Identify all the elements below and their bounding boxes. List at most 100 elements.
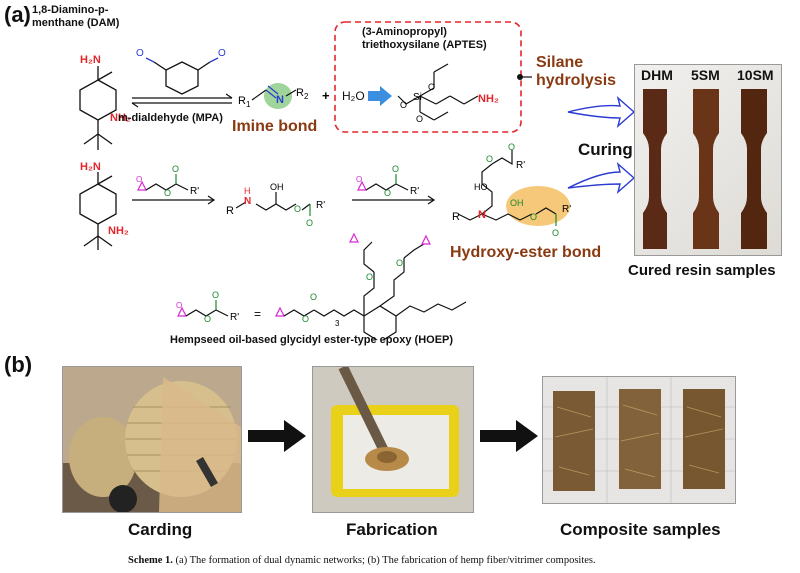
svg-text:O: O bbox=[400, 100, 407, 110]
carding-illustration bbox=[63, 367, 241, 512]
svg-text:R: R bbox=[452, 211, 460, 223]
aptes-structure bbox=[397, 63, 479, 121]
svg-text:O: O bbox=[294, 204, 301, 214]
svg-text:R: R bbox=[296, 87, 304, 99]
mpa-structure bbox=[153, 61, 211, 95]
fabrication-photo bbox=[312, 366, 474, 513]
svg-text:O: O bbox=[356, 175, 362, 184]
svg-text:O: O bbox=[508, 142, 515, 152]
curing-arrow-2 bbox=[567, 162, 636, 194]
svg-text:O: O bbox=[136, 48, 144, 59]
svg-text:R: R bbox=[226, 205, 234, 217]
water-label: H₂O bbox=[342, 89, 365, 103]
imine-bond-label: Imine bond bbox=[232, 118, 318, 135]
silane-hydrolysis-label: Silane hydrolysis bbox=[536, 54, 617, 89]
svg-text:O: O bbox=[172, 164, 179, 174]
composite-sample-3 bbox=[683, 389, 725, 489]
figure-caption: Scheme 1. (a) The formation of dual dyna… bbox=[128, 555, 596, 566]
hydrolysis-arrow bbox=[368, 86, 392, 106]
svg-text:R: R bbox=[238, 95, 246, 107]
composite-sample-2 bbox=[619, 389, 661, 489]
process-arrow-1 bbox=[248, 420, 306, 452]
svg-text:O: O bbox=[384, 188, 391, 198]
svg-text:O: O bbox=[428, 82, 435, 92]
dam-name: 1,8-Diamino-p-menthane (DAM) bbox=[32, 4, 120, 29]
svg-text:O: O bbox=[486, 154, 493, 164]
step-composite-samples: Composite samples bbox=[560, 520, 721, 539]
svg-text:3: 3 bbox=[335, 319, 340, 328]
svg-text:OH: OH bbox=[510, 198, 524, 208]
hydroxy-ester-label: Hydroxy-ester bond bbox=[450, 244, 602, 261]
composite-samples-photo bbox=[542, 376, 736, 504]
svg-text:R': R' bbox=[410, 186, 419, 197]
svg-text:N: N bbox=[478, 209, 486, 221]
carding-photo bbox=[62, 366, 242, 513]
svg-text:O: O bbox=[392, 164, 399, 174]
svg-text:O: O bbox=[204, 314, 211, 324]
svg-text:O: O bbox=[396, 258, 403, 268]
glycidyl-ester-reagent-1: O O O R' bbox=[136, 164, 199, 198]
cured-resin-photo: DHM 5SM 10SM bbox=[634, 64, 782, 256]
sample-label-5sm: 5SM bbox=[691, 67, 720, 83]
aptes-name: (3-Aminopropyl) triethoxysilane (APTES) bbox=[362, 26, 487, 51]
svg-text:O: O bbox=[306, 218, 313, 228]
hoep-abbrev: O O O R' bbox=[176, 290, 239, 324]
svg-text:=: = bbox=[254, 307, 261, 321]
svg-text:O: O bbox=[164, 188, 171, 198]
svg-text:O: O bbox=[530, 212, 537, 222]
svg-text:1: 1 bbox=[246, 100, 251, 109]
sample-label-dhm: DHM bbox=[641, 67, 673, 83]
fabrication-illustration bbox=[313, 367, 473, 512]
svg-text:O: O bbox=[416, 114, 423, 124]
hoep-name: Hempseed oil-based glycidyl ester-type e… bbox=[170, 334, 454, 346]
composite-sample-1 bbox=[553, 391, 595, 491]
hydroxy-ester-highlight bbox=[506, 186, 570, 226]
composite-illustration bbox=[543, 377, 735, 503]
dogbone-dhm bbox=[643, 89, 667, 249]
glycidyl-ester-reagent-2: O O O R' bbox=[356, 164, 419, 198]
svg-text:H: H bbox=[244, 186, 251, 196]
svg-text:O: O bbox=[212, 290, 219, 300]
svg-text:NH₂: NH₂ bbox=[478, 93, 499, 105]
svg-text:O: O bbox=[218, 48, 226, 59]
svg-text:O: O bbox=[366, 272, 373, 282]
svg-text:OH: OH bbox=[270, 182, 284, 192]
svg-text:R': R' bbox=[230, 312, 239, 323]
caption-text: (a) The formation of dual dynamic networ… bbox=[175, 555, 596, 566]
dogbone-10sm bbox=[741, 89, 767, 249]
dam-nh2-top: NH₂ bbox=[110, 112, 131, 124]
sample-label-10sm: 10SM bbox=[737, 67, 774, 83]
aptes-dashed-box bbox=[334, 21, 522, 133]
caption-label: Scheme 1. bbox=[128, 555, 173, 566]
svg-text:H₂N: H₂N bbox=[80, 161, 101, 173]
curing-arrow-1 bbox=[567, 96, 636, 128]
svg-text:O: O bbox=[302, 314, 309, 324]
svg-text:O: O bbox=[552, 228, 559, 238]
svg-text:R': R' bbox=[190, 186, 199, 197]
resin-dogbones bbox=[643, 89, 767, 249]
svg-text:R': R' bbox=[562, 204, 571, 215]
panel-a-label: (a) bbox=[4, 2, 31, 27]
dam-structure-top bbox=[79, 66, 117, 150]
step-carding: Carding bbox=[128, 520, 193, 539]
step-fabrication: Fabrication bbox=[346, 520, 438, 539]
svg-text:R': R' bbox=[516, 160, 525, 171]
svg-text:NH₂: NH₂ bbox=[108, 225, 129, 237]
dogbone-5sm bbox=[693, 89, 719, 249]
svg-text:O: O bbox=[176, 301, 182, 310]
svg-text:Si: Si bbox=[413, 92, 422, 103]
cured-resin-caption: Cured resin samples bbox=[628, 262, 776, 279]
hoep-full-structure bbox=[275, 241, 467, 340]
svg-text:HO: HO bbox=[474, 182, 488, 192]
svg-text:2: 2 bbox=[304, 92, 309, 101]
intermediate-structure: R N H OH O O R' bbox=[226, 182, 325, 228]
svg-text:O: O bbox=[310, 292, 317, 302]
svg-text:H₂N: H₂N bbox=[80, 54, 101, 66]
product-structure bbox=[457, 150, 557, 221]
curing-label: Curing bbox=[578, 140, 633, 159]
svg-text:N: N bbox=[276, 94, 284, 106]
panel-b-label: (b) bbox=[4, 352, 33, 377]
mpa-name: m-dialdehyde (MPA) bbox=[118, 112, 223, 124]
process-arrow-2 bbox=[480, 420, 538, 452]
reaction-scheme-drawing: H₂N NH₂ O O R 1 N R 2 + bbox=[79, 21, 636, 340]
